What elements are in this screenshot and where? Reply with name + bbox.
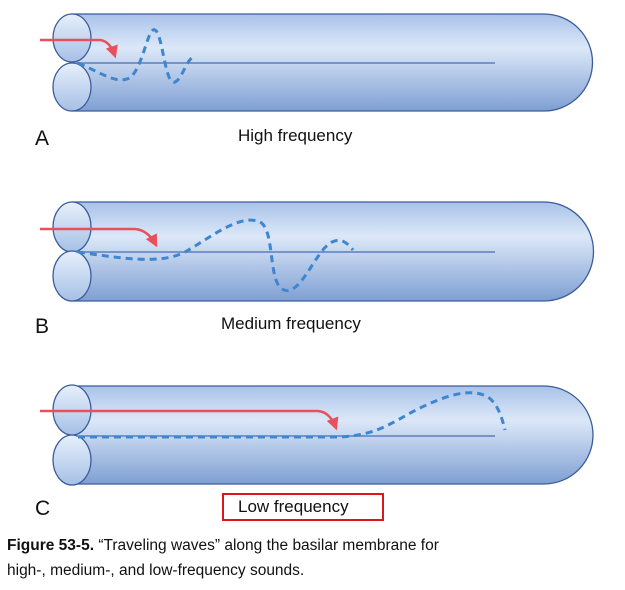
- sound-arrow-a: [40, 38, 118, 59]
- panel-letter-c: C: [35, 497, 51, 520]
- tube-opening-lower-a: [52, 62, 92, 112]
- traveling-wave-a: [77, 28, 194, 84]
- sound-arrow-c: [40, 409, 339, 431]
- label-low-frequency: Low frequency: [238, 497, 349, 516]
- tube-opening-lower-b: [52, 250, 92, 302]
- panel-letter-b: B: [35, 315, 50, 338]
- caption-text-1: “Traveling waves” along the basilar memb…: [98, 537, 439, 554]
- cochlea-tube-a: [52, 13, 594, 112]
- traveling-wave-c: [78, 391, 507, 439]
- cochlea-tube-b: [52, 201, 595, 302]
- caption-line-2: high-, medium-, and low-frequency sounds…: [7, 562, 305, 579]
- highlight-box: [222, 493, 384, 521]
- label-high-frequency: High frequency: [238, 126, 353, 145]
- tube-opening-upper-b: [52, 201, 92, 253]
- tube-opening-lower-c: [52, 434, 92, 486]
- cochlea-tube-c: [52, 384, 594, 486]
- caption-line-1: Figure 53-5. “Traveling waves” along the…: [7, 533, 612, 558]
- figure-number: Figure 53-5.: [7, 537, 94, 554]
- tube-opening-upper-a: [52, 13, 92, 63]
- traveling-waves-diagram: [40, 13, 595, 486]
- panel-letter-a: A: [35, 127, 50, 150]
- figure-caption: Figure 53-5. “Traveling waves” along the…: [7, 533, 612, 583]
- label-medium-frequency: Medium frequency: [221, 314, 361, 333]
- traveling-wave-b: [77, 218, 355, 293]
- sound-arrow-b: [40, 227, 158, 248]
